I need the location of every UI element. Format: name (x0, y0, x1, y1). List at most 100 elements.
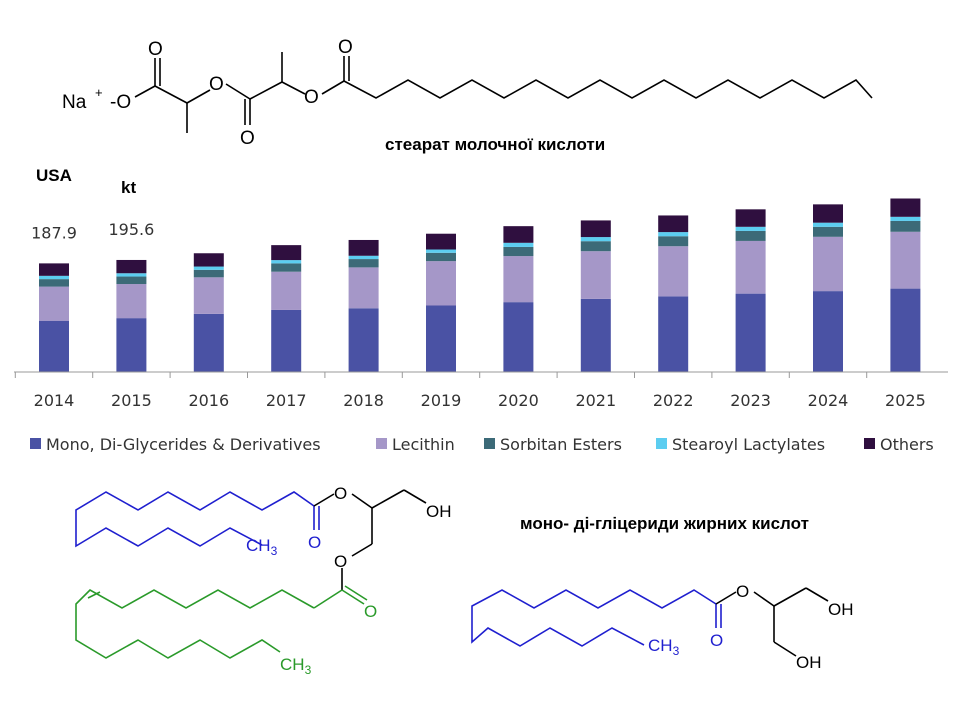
bond (225, 83, 251, 100)
bar-segment-2019-4 (426, 233, 456, 250)
bond (281, 81, 306, 95)
molecule-stearoyl-lactylate (134, 52, 873, 133)
caption-mono-diglycerides: моно- ді-гліцериди жирних кислот (520, 514, 809, 533)
legend-label-4: Others (880, 435, 934, 454)
bar-segment-2020-4 (503, 226, 534, 243)
carbonyl-o-label-1: O (148, 39, 163, 60)
x-tick-label: 2025 (885, 391, 926, 410)
legend-swatch-4 (864, 438, 875, 449)
legend-swatch-3 (656, 438, 667, 449)
x-tick-label: 2016 (188, 391, 229, 410)
bar-segment-2015-1 (116, 284, 147, 319)
bond (403, 489, 427, 504)
x-tick-label: 2019 (421, 391, 462, 410)
bar-segment-2021-3 (580, 237, 611, 242)
carbonyl-o-label: O (308, 533, 321, 552)
bar-segment-2019-3 (426, 249, 456, 253)
bar-segment-2020-2 (503, 246, 534, 257)
bar-segment-2014-4 (39, 263, 69, 276)
stearyl-chain (343, 78, 873, 99)
ch3-label-saturated: CH3 (246, 536, 278, 558)
ester-o-label-2: O (304, 87, 319, 108)
molecule-left-labels: CH3 O O OH O O CH3 (246, 484, 452, 677)
bond (773, 587, 807, 607)
sodium-charge: + (95, 85, 103, 100)
bar-segment-2020-1 (503, 256, 534, 303)
bar-segment-2025-1 (890, 231, 921, 289)
carbonyl-o-label-2: O (240, 128, 255, 149)
ester-o-label: O (736, 582, 749, 601)
ester-o-label: O (334, 484, 347, 503)
bar-segment-2015-2 (116, 276, 147, 285)
bar-segment-2024-4 (813, 204, 843, 223)
bar-segment-2016-2 (193, 269, 224, 278)
bond (371, 489, 405, 509)
molecule-monoglyceride (471, 587, 829, 657)
legend-swatch-0 (30, 438, 41, 449)
bar-segment-2025-0 (890, 288, 921, 372)
bar-segment-2021-1 (580, 251, 611, 299)
bond (351, 493, 373, 509)
bond (805, 587, 829, 602)
carbonyl-o-label: O (710, 631, 723, 650)
legend-label-3: Stearoyl Lactylates (672, 435, 825, 454)
bar-segment-2024-3 (813, 222, 843, 227)
bar-segment-2025-4 (890, 198, 921, 217)
hydroxyl-label: OH (426, 502, 452, 521)
bar-segment-2019-1 (426, 261, 456, 306)
bar-segment-2021-0 (580, 298, 611, 372)
bar-segment-2019-2 (426, 252, 456, 262)
bond (186, 89, 211, 104)
x-tick-label: 2015 (111, 391, 152, 410)
bar-segment-2014-0 (39, 320, 69, 372)
molecule-diglyceride (75, 489, 427, 659)
x-tick-label: 2021 (575, 391, 616, 410)
x-tick-label: 2023 (730, 391, 771, 410)
bar-segment-2022-2 (658, 236, 689, 247)
sodium-label: Na (62, 92, 87, 113)
bar-segment-2017-0 (271, 309, 302, 372)
bar-segment-2016-1 (193, 277, 224, 314)
bar-segment-2016-4 (193, 253, 224, 267)
caption-stearoyl-lactylate: стеарат молочної кислоти (385, 135, 605, 154)
bar-segment-2018-2 (348, 259, 379, 268)
bar-segment-2022-1 (658, 246, 689, 297)
bond (351, 543, 373, 557)
ch3-label: CH3 (648, 636, 680, 658)
chart-region-label: USA (36, 166, 72, 185)
bar-segment-2022-4 (658, 215, 689, 233)
chart-unit-label: kt (121, 178, 136, 197)
bar-segment-2018-0 (348, 308, 379, 372)
bar-segment-2021-2 (580, 241, 611, 252)
bar-segment-2023-2 (735, 230, 766, 241)
bond (753, 591, 775, 607)
bar-segment-2015-0 (116, 318, 147, 372)
bar-segment-2025-3 (890, 216, 921, 221)
ester-o-label-2: O (334, 552, 347, 571)
bar-segment-2020-3 (503, 242, 534, 247)
bond (249, 81, 283, 100)
bar-segment-2017-4 (271, 245, 302, 261)
bar-segment-2014-1 (39, 286, 69, 321)
unsaturated-chain (75, 589, 315, 659)
bar-segment-2017-2 (271, 263, 302, 272)
bond (715, 591, 737, 605)
bond (313, 589, 343, 609)
bar-segment-2022-0 (658, 296, 689, 372)
bar-segment-2019-0 (426, 305, 456, 372)
legend-label-2: Sorbitan Esters (500, 435, 622, 454)
data-label-2015: 195.6 (108, 220, 154, 239)
carbonyl-o-label-3: O (338, 37, 353, 58)
x-tick-label: 2014 (34, 391, 75, 410)
molecule-right-labels: CH3 O O OH OH (648, 582, 854, 672)
bar-segment-2014-2 (39, 279, 69, 287)
ch3-label-unsaturated: CH3 (280, 655, 312, 677)
bar-segment-2016-0 (193, 313, 224, 372)
bar-segment-2024-1 (813, 236, 843, 292)
carbonyl-double-bond-4 (344, 585, 368, 601)
saturated-chain (75, 491, 315, 548)
